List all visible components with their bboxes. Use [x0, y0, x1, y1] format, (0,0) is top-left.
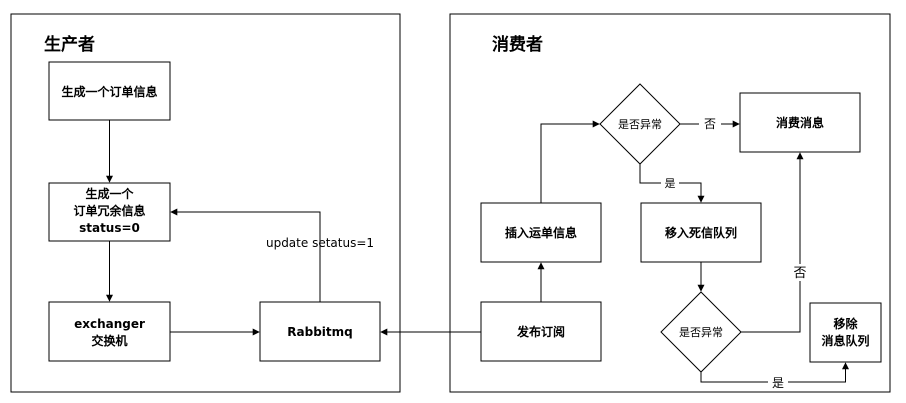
edge-label-yes-1: 是 [665, 177, 676, 190]
svg-text:是否异常: 是否异常 [618, 118, 662, 131]
consumer-title: 消费者 [492, 34, 543, 55]
node-consume-message: 消费消息 [739, 92, 861, 153]
producer-title: 生产者 [44, 34, 95, 55]
node-exchanger: exchanger 交换机 [48, 301, 171, 362]
svg-text:插入运单信息: 插入运单信息 [505, 225, 577, 240]
svg-text:生成一个: 生成一个 [85, 186, 134, 201]
node-publish-subscribe: 发布订阅 [480, 301, 602, 362]
svg-text:发布订阅: 发布订阅 [516, 324, 565, 339]
node-insert-waybill: 插入运单信息 [480, 202, 602, 263]
producer-panel [10, 13, 401, 393]
edge-label-no-2: 否 [793, 266, 806, 281]
edge-rabbitmq-to-redundant [170, 208, 321, 302]
edge-decision-2-to-consume [741, 152, 804, 333]
svg-text:是否异常: 是否异常 [679, 326, 723, 339]
node-decision-1: 是否异常 [599, 83, 681, 165]
edge-label-no-1: 否 [704, 117, 716, 131]
svg-text:消费消息: 消费消息 [776, 115, 824, 130]
node-remove-queue: 移除 消息队列 [809, 302, 882, 363]
node-gen-redundant: 生成一个 订单冗余信息 status=0 [48, 182, 171, 242]
node-rabbitmq: Rabbitmq [259, 301, 381, 362]
svg-text:移入死信队列: 移入死信队列 [665, 225, 737, 240]
svg-text:订单冗余信息: 订单冗余信息 [73, 203, 145, 218]
edge-insert-to-decision-1 [540, 120, 600, 203]
node-decision-2: 是否异常 [660, 291, 742, 373]
consumer-panel [449, 13, 891, 393]
svg-text:消息队列: 消息队列 [821, 333, 869, 348]
svg-text:生成一个订单信息: 生成一个订单信息 [61, 84, 157, 99]
edge-label-yes-2: 是 [772, 376, 784, 390]
node-gen-order: 生成一个订单信息 [48, 61, 171, 121]
svg-text:Rabbitmq: Rabbitmq [287, 325, 352, 339]
edge-label-update-status: update setatus=1 [266, 236, 374, 250]
svg-text:交换机: 交换机 [91, 333, 127, 348]
svg-text:status=0: status=0 [79, 221, 140, 235]
svg-text:移除: 移除 [833, 316, 858, 331]
node-move-dead-letter: 移入死信队列 [640, 202, 762, 263]
svg-text:exchanger: exchanger [74, 317, 145, 331]
